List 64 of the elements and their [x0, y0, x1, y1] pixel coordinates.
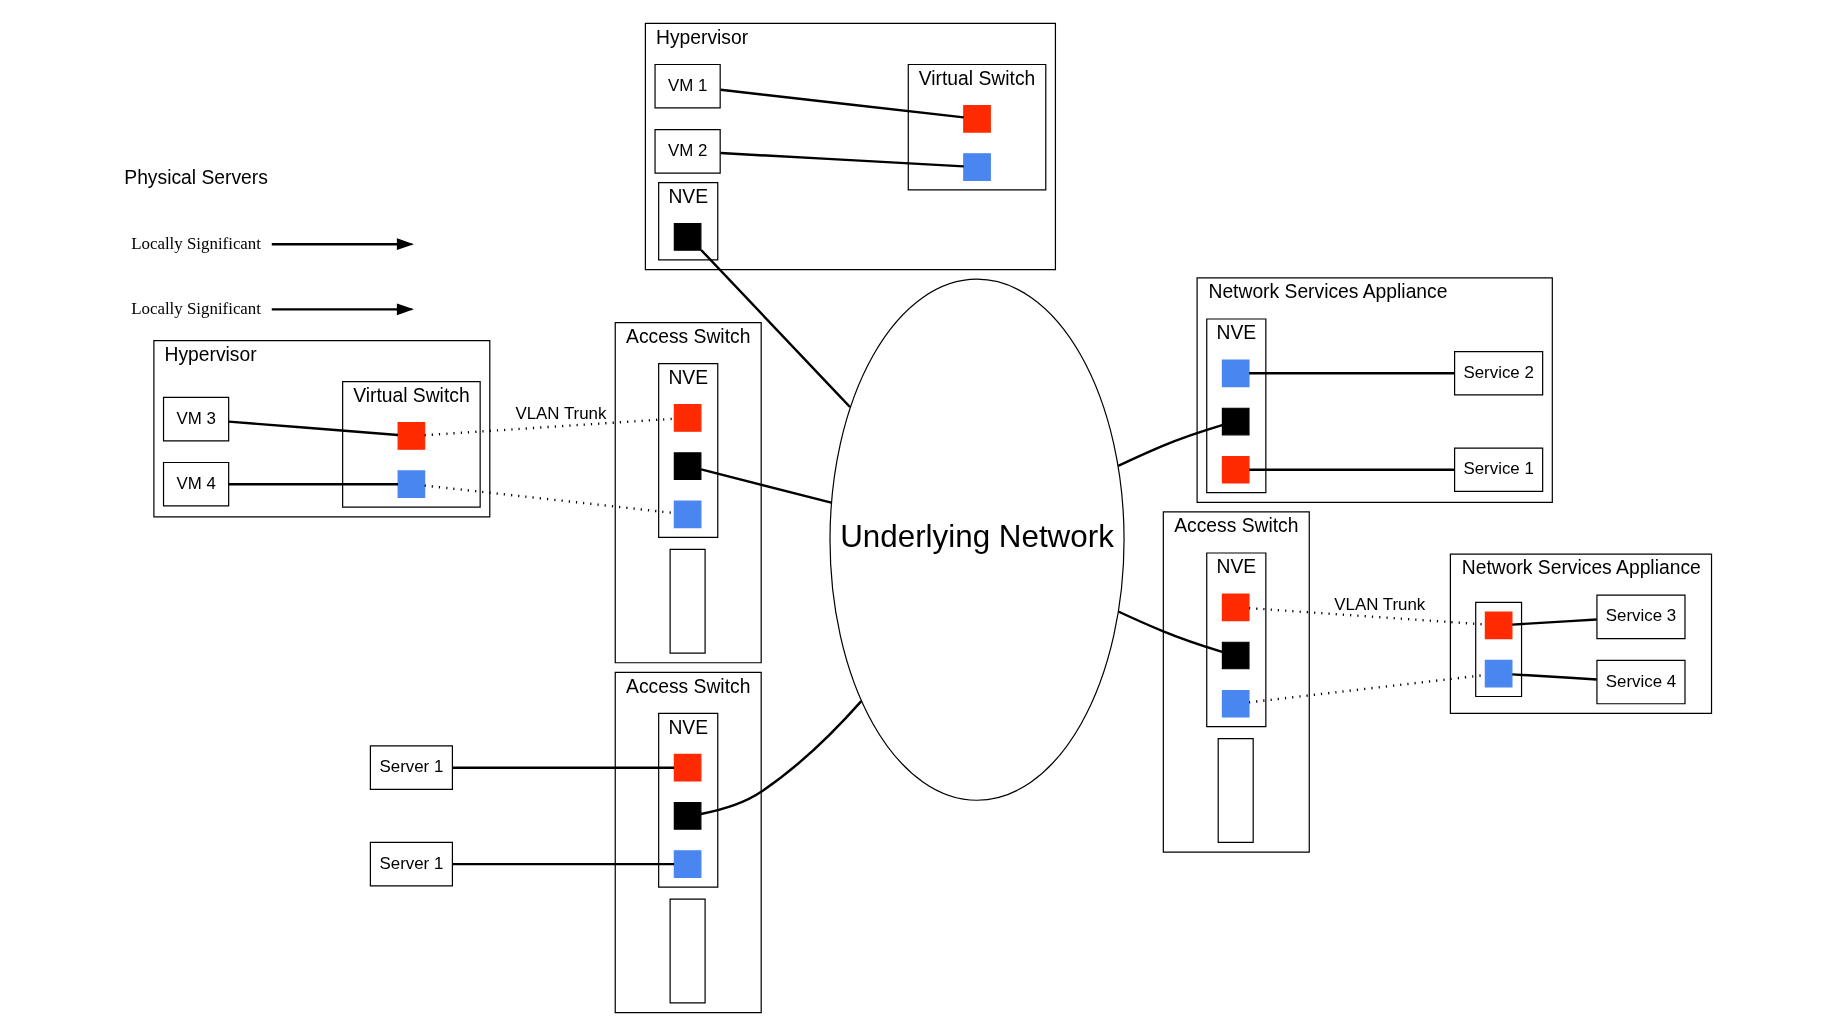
- connector: [700, 699, 862, 815]
- node-ellipse: Underlying Network: [828, 278, 1125, 801]
- node-box: [1221, 358, 1250, 387]
- connector: [424, 483, 674, 514]
- node-box: [1484, 610, 1512, 639]
- node-box: [397, 469, 425, 498]
- node-box: [673, 222, 701, 251]
- node-box: [673, 403, 701, 432]
- node-box: [1484, 659, 1512, 687]
- cluster: NVE: [657, 362, 718, 538]
- node-box: Server 1: [369, 744, 453, 790]
- cluster: Virtual Switch: [907, 63, 1046, 191]
- cluster: NVE: [1205, 551, 1266, 727]
- node-box: Service 3: [1595, 594, 1686, 639]
- connector: [1248, 371, 1454, 374]
- cluster: NVE: [657, 712, 718, 888]
- node-box: [673, 451, 701, 480]
- node-box: [673, 753, 701, 782]
- node-box: [1217, 737, 1254, 843]
- connector: [700, 467, 832, 504]
- connector: [1117, 423, 1223, 467]
- connector: [228, 419, 398, 436]
- node-box: [669, 898, 706, 1003]
- connector: [1248, 606, 1485, 626]
- connector: [1117, 610, 1223, 653]
- connector: [699, 248, 851, 408]
- node-box: [1221, 455, 1250, 484]
- connector: [451, 765, 674, 769]
- node-box: Service 1: [1453, 446, 1543, 492]
- edge-label: VLAN Trunk: [1333, 594, 1425, 614]
- node-text: Locally Significant: [130, 298, 261, 318]
- node-box: [673, 801, 701, 830]
- edge-label: VLAN Trunk: [514, 403, 606, 423]
- node-box: [397, 421, 425, 450]
- node-text: Locally Significant: [130, 233, 261, 253]
- node-box: Service 4: [1595, 659, 1686, 704]
- node-box: [673, 500, 701, 528]
- cluster: [1474, 601, 1522, 697]
- label: Physical Servers: [123, 166, 268, 188]
- node-box: [1221, 592, 1250, 621]
- node-box: [1221, 689, 1250, 718]
- node-box: Service 2: [1453, 350, 1543, 396]
- connector: [424, 417, 674, 436]
- node-box: [1221, 407, 1250, 435]
- connector: [1248, 468, 1454, 471]
- cluster: NVE: [1205, 317, 1266, 493]
- node-box: [962, 152, 991, 181]
- connector: [228, 482, 398, 485]
- connector: [451, 862, 674, 865]
- connector: [720, 151, 964, 168]
- node-box: [673, 849, 701, 878]
- node-box: VM 3: [162, 396, 229, 441]
- node-box: Server 1: [369, 841, 453, 886]
- node-box: [1221, 641, 1250, 669]
- node-box: VM 4: [162, 461, 229, 507]
- cluster: Virtual Switch: [341, 380, 481, 508]
- connector: [1511, 672, 1597, 681]
- node-box: [669, 548, 706, 654]
- node-box: [962, 104, 991, 133]
- node-box: VM 1: [653, 63, 721, 108]
- node-box: VM 2: [653, 128, 721, 174]
- cluster: NVE: [657, 181, 718, 260]
- connector: [1511, 617, 1597, 626]
- connector: [720, 88, 964, 119]
